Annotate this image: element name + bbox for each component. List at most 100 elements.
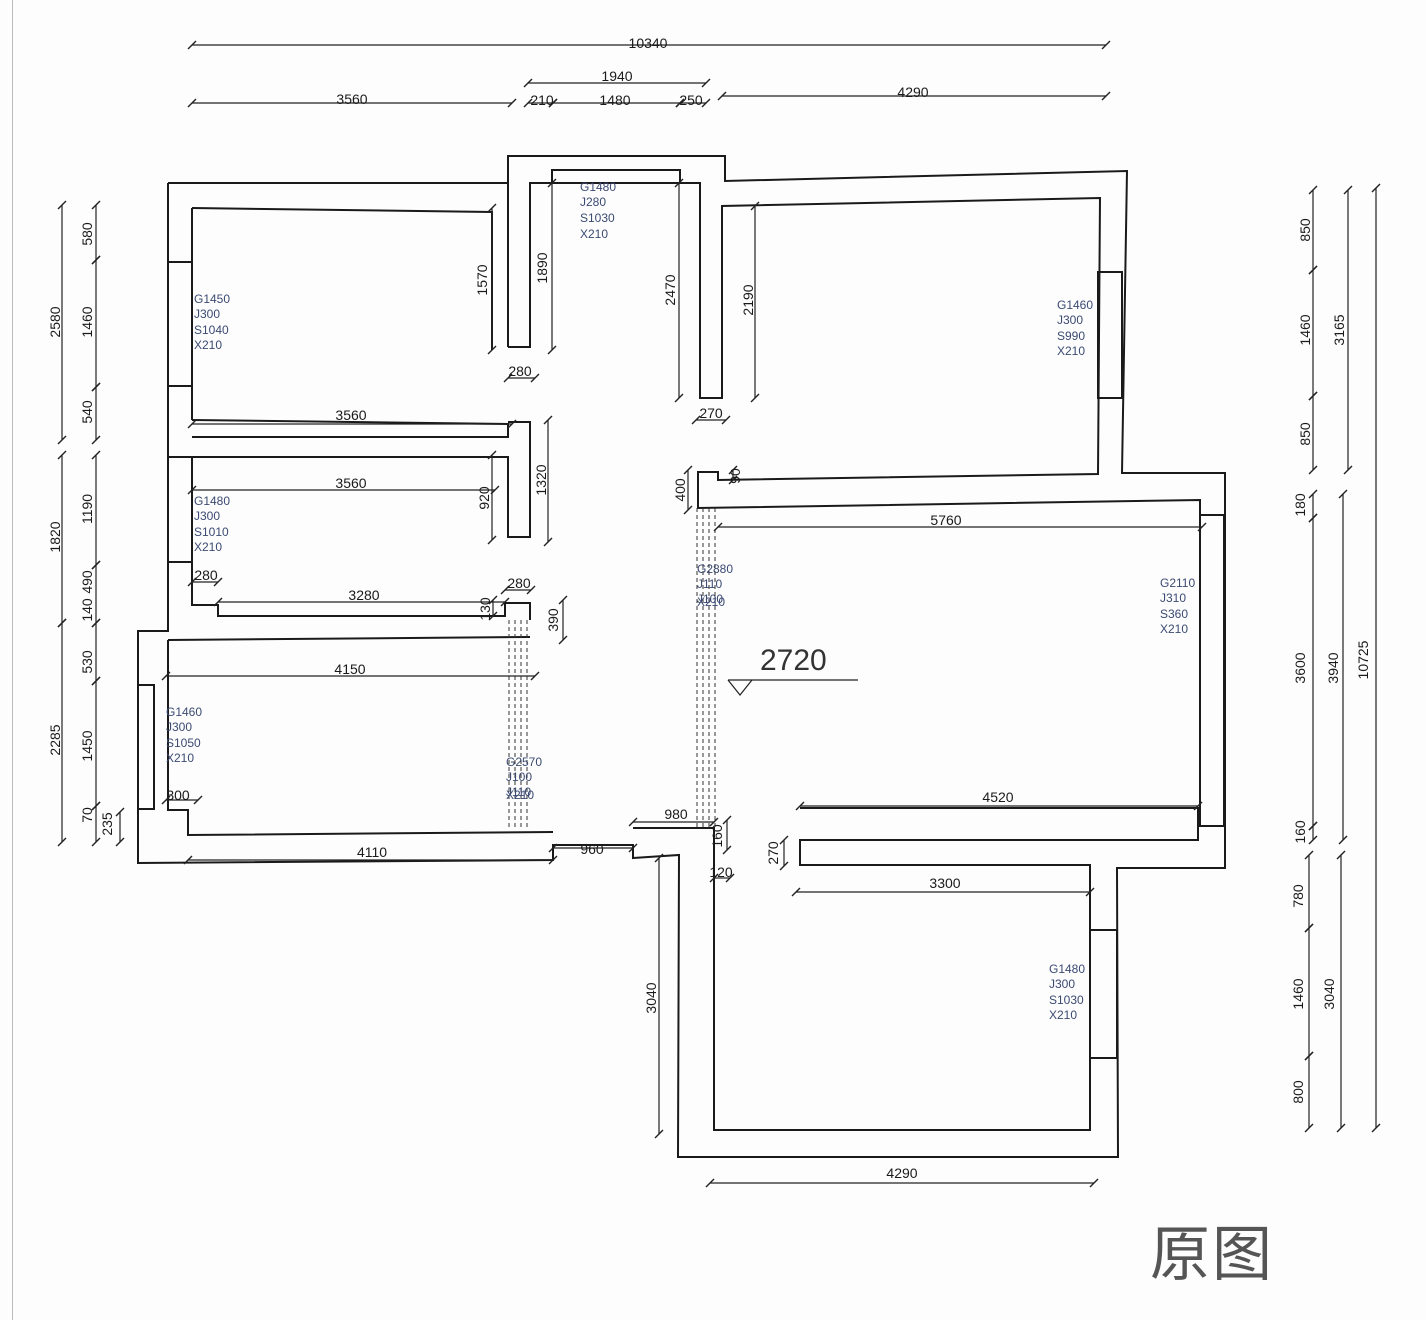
window-spec-north: G1480 J280 S1030 X210	[580, 180, 616, 241]
dim-top-total: 10340	[629, 35, 668, 51]
dimension-tick	[674, 393, 684, 403]
window-spec-line: X210	[1057, 344, 1085, 358]
dim-int-1320: 1320	[533, 464, 549, 495]
window-spec-line: X210	[166, 751, 194, 765]
dim-right-1: 850	[1297, 218, 1313, 242]
dimension-tick	[1336, 850, 1346, 860]
dimension-tick	[488, 611, 498, 621]
north-window-frame	[551, 169, 681, 184]
dim-top-c: 250	[679, 92, 703, 108]
window-spec-line: X210	[1049, 1008, 1077, 1022]
dim-int-3040: 3040	[643, 982, 659, 1013]
dimension-tick	[213, 597, 223, 607]
window-spec-line: S1030	[580, 211, 615, 225]
dimension-tick	[1343, 465, 1353, 475]
window-spec-line: G2570	[506, 755, 542, 769]
dimension-tick	[91, 435, 101, 445]
dim-left-9: 2285	[47, 724, 63, 755]
dim-right-11: 1460	[1290, 978, 1306, 1009]
walls	[137, 155, 1226, 1158]
dimension-tick	[115, 837, 125, 847]
dimension-tick	[543, 415, 553, 425]
east-window-frame-2	[1199, 514, 1225, 827]
window-spec-line: J300	[1049, 977, 1075, 991]
dim-top-east: 4290	[897, 84, 928, 100]
dim-int-160: 160	[709, 824, 725, 848]
dimension-tick	[628, 843, 638, 853]
corridor-stub-wall	[508, 182, 552, 348]
window-spec-line: G2880	[697, 562, 733, 576]
dimension-tick	[628, 817, 638, 827]
dimension-tick	[548, 843, 558, 853]
dim-right-13: 3040	[1321, 978, 1337, 1009]
dim-int-4150: 4150	[334, 661, 365, 677]
dimension-tick	[654, 1129, 664, 1139]
window-spec-west-1: G1450 J300 S1040 X210	[194, 292, 230, 352]
dim-left-7: 140	[79, 598, 95, 622]
dimension-tick	[488, 595, 498, 605]
window-spec-line: G1480	[580, 180, 616, 194]
dimension-tick	[691, 415, 701, 425]
dimension-tick	[1308, 391, 1318, 401]
dim-left-11: 1450	[79, 730, 95, 761]
dimension-tick	[701, 78, 711, 88]
dim-int-400: 400	[672, 478, 688, 502]
window-spec-line: X210	[1160, 622, 1188, 636]
window-spec-line: S1050	[166, 736, 201, 750]
dim-int-3280: 3280	[348, 587, 379, 603]
dimension-tick	[1308, 185, 1318, 195]
dimension-tick	[558, 635, 568, 645]
window-spec-line: S360	[1160, 607, 1188, 621]
east-window-frame-3	[1089, 929, 1118, 1059]
dim-left-6: 1190	[79, 494, 95, 524]
dimension-tick	[1101, 40, 1111, 50]
dimension-tick	[701, 98, 711, 108]
dim-int-280a: 280	[508, 363, 532, 379]
dimension-tick	[213, 577, 223, 587]
dim-int-5760: 5760	[930, 512, 961, 528]
dimension-tick	[558, 595, 568, 605]
dimension-tick	[779, 835, 789, 845]
dimension-tick	[183, 855, 193, 865]
page-border-left	[12, 0, 13, 1320]
window-spec-line: J100	[697, 592, 723, 606]
dim-right-6: 3600	[1292, 652, 1308, 683]
dimension-tick	[187, 98, 197, 108]
dimension-tick	[654, 853, 664, 863]
elevation-label: 2720	[760, 644, 827, 677]
dim-left-10: 530	[79, 650, 95, 674]
dim-int-280b: 280	[194, 567, 218, 583]
dim-int-980: 980	[664, 806, 688, 822]
dimension-tick	[1336, 1123, 1346, 1133]
dimension-tick	[1371, 1123, 1381, 1133]
dim-right-5: 180	[1292, 493, 1308, 517]
window-spec-line: G1480	[194, 494, 230, 508]
window-spec-line: J110	[506, 785, 531, 799]
dimension-tick	[57, 837, 67, 847]
window-spec-line: J300	[1057, 313, 1083, 327]
dimension-tick	[530, 671, 540, 681]
dim-left-13: 235	[99, 812, 115, 836]
dimension-tick	[500, 597, 510, 607]
bedroom1-south-wall	[191, 419, 509, 438]
dim-right-2: 1460	[1297, 314, 1313, 345]
dimension-tick	[57, 200, 67, 210]
west-window-frame-3	[137, 684, 155, 810]
dimension-tick	[57, 450, 67, 460]
dimension-tick	[91, 676, 101, 686]
bedroom1-inner-wall	[191, 207, 493, 350]
bedroom2-south-wall	[191, 585, 531, 620]
dimension-tick	[161, 795, 171, 805]
window-spec-line: G1450	[194, 292, 230, 306]
dimension-tick	[91, 837, 101, 847]
dimension-tick	[91, 450, 101, 460]
dim-int-270b: 270	[765, 841, 781, 865]
dimension-tick	[1308, 513, 1318, 523]
window-spec-line: X210	[506, 788, 534, 802]
dimension-tick	[115, 807, 125, 817]
dim-left-2: 580	[79, 222, 95, 246]
dimension-tick	[530, 373, 540, 383]
dim-int-390: 390	[545, 608, 561, 632]
dim-right-4: 3165	[1331, 314, 1347, 345]
